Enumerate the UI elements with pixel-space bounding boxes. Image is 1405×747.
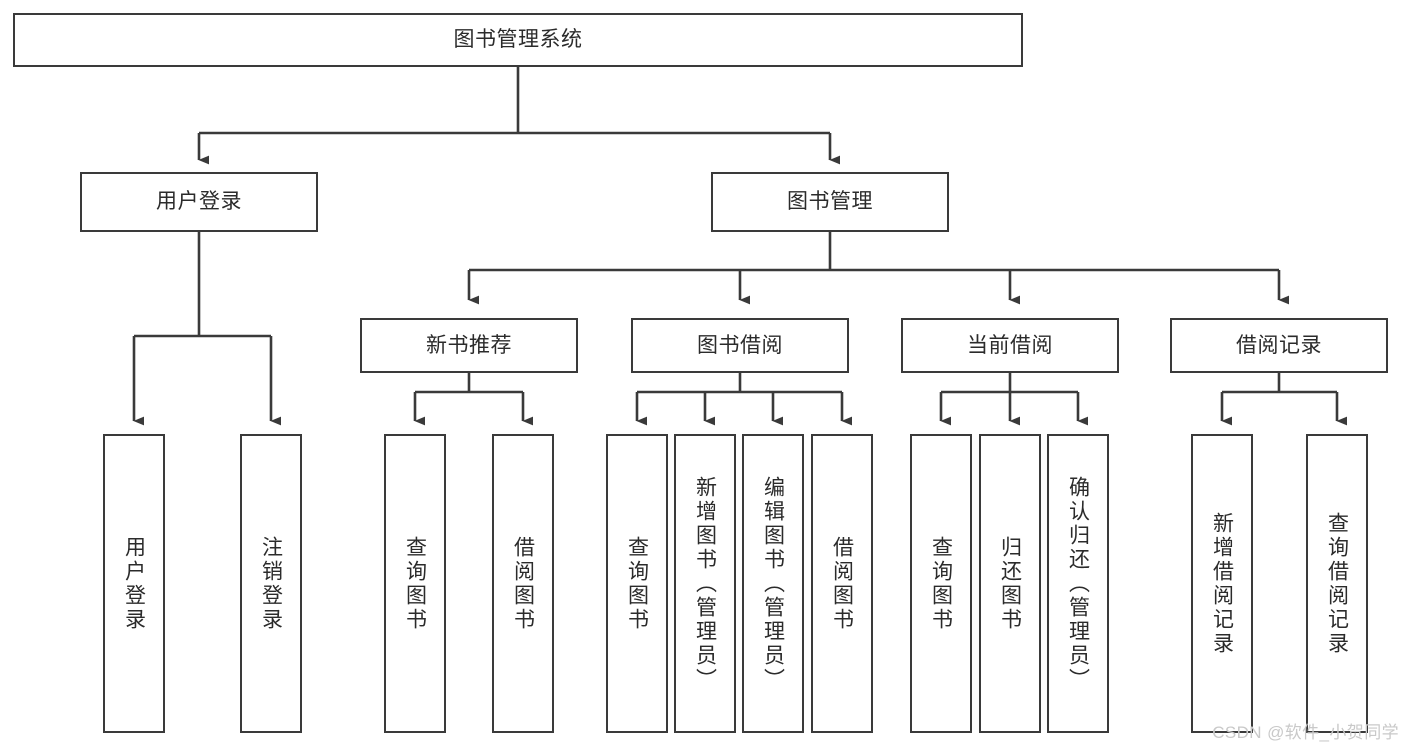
node-leaf-add-borrow-record[interactable]: 新增借阅记录 — [1191, 434, 1253, 733]
csdn-watermark: CSDN @软件_小贺同学 — [1212, 723, 1399, 742]
node-label: 查询图书 — [625, 535, 649, 632]
node-label: 新书推荐 — [426, 333, 512, 357]
node-root-book-management-system[interactable]: 图书管理系统 — [13, 13, 1023, 67]
node-user-login[interactable]: 用户登录 — [80, 172, 318, 232]
node-book-borrow[interactable]: 图书借阅 — [631, 318, 849, 373]
node-label: 查询图书 — [403, 535, 427, 632]
node-label: 归还图书 — [998, 535, 1022, 632]
node-label: 用户登录 — [156, 190, 242, 214]
node-label: 确认归还（管理员） — [1066, 475, 1090, 692]
node-leaf-add-book-admin[interactable]: 新增图书（管理员） — [674, 434, 736, 733]
node-leaf-user-login[interactable]: 用户登录 — [103, 434, 165, 733]
node-new-book-recommendation[interactable]: 新书推荐 — [360, 318, 578, 373]
node-label: 编辑图书（管理员） — [761, 475, 785, 692]
node-label: 用户登录 — [122, 535, 146, 632]
node-label: 借阅图书 — [830, 535, 854, 632]
node-leaf-borrow-book[interactable]: 借阅图书 — [811, 434, 873, 733]
node-label: 图书管理 — [787, 190, 873, 214]
node-leaf-edit-book-admin[interactable]: 编辑图书（管理员） — [742, 434, 804, 733]
node-leaf-query-borrow-record[interactable]: 查询借阅记录 — [1306, 434, 1368, 733]
node-book-management[interactable]: 图书管理 — [711, 172, 949, 232]
node-label: 图书借阅 — [697, 333, 783, 357]
node-leaf-query-book-current[interactable]: 查询图书 — [910, 434, 972, 733]
node-label: 注销登录 — [259, 535, 283, 632]
node-label: 新增图书（管理员） — [693, 475, 717, 692]
node-label: 借阅记录 — [1236, 333, 1322, 357]
node-current-borrow[interactable]: 当前借阅 — [901, 318, 1119, 373]
node-leaf-logout[interactable]: 注销登录 — [240, 434, 302, 733]
node-label: 当前借阅 — [967, 333, 1053, 357]
node-label: 查询借阅记录 — [1325, 511, 1349, 656]
node-leaf-borrow-book-new[interactable]: 借阅图书 — [492, 434, 554, 733]
node-leaf-query-book-new[interactable]: 查询图书 — [384, 434, 446, 733]
node-leaf-query-book-borrow[interactable]: 查询图书 — [606, 434, 668, 733]
node-label: 查询图书 — [929, 535, 953, 632]
node-leaf-confirm-return-admin[interactable]: 确认归还（管理员） — [1047, 434, 1109, 733]
node-label: 借阅图书 — [511, 535, 535, 632]
node-label: 图书管理系统 — [453, 28, 583, 52]
node-borrow-record[interactable]: 借阅记录 — [1170, 318, 1388, 373]
node-label: 新增借阅记录 — [1210, 511, 1234, 656]
node-leaf-return-book[interactable]: 归还图书 — [979, 434, 1041, 733]
